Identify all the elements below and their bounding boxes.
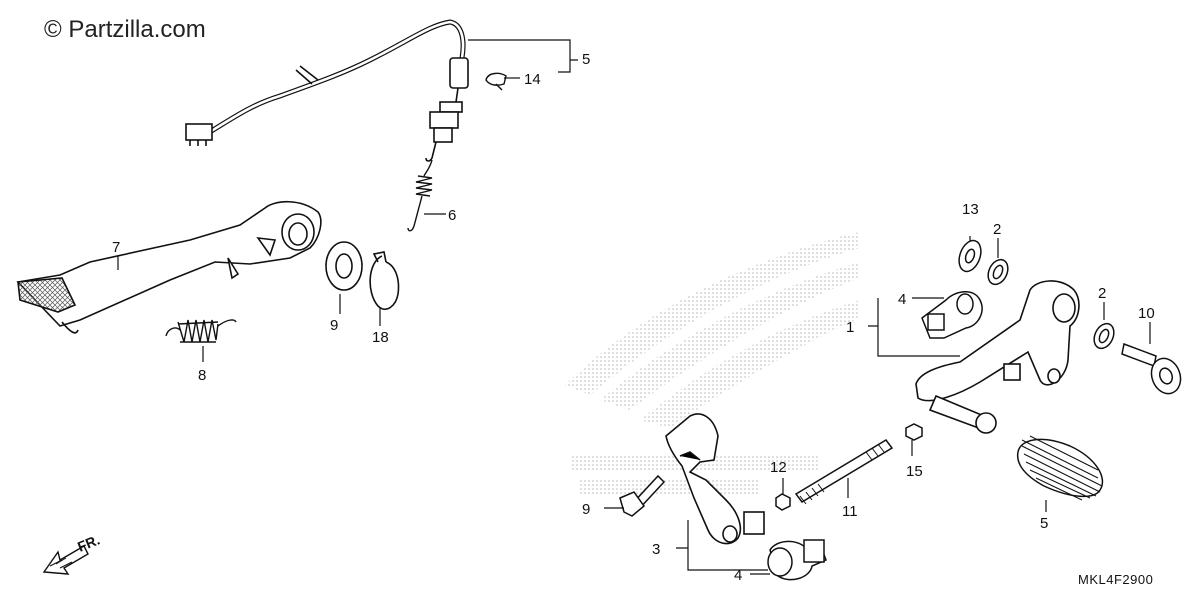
- callout-7: 6: [448, 207, 456, 224]
- part-6-switch-harness: [185, 19, 469, 162]
- direction-label: FR.: [75, 531, 102, 554]
- part-5-rubber-boot: [1016, 435, 1104, 501]
- part-10-washer: [325, 241, 363, 291]
- callout-2-lower: 2: [1098, 285, 1106, 302]
- part-8-pedal: [16, 200, 322, 334]
- callout-11: 9: [582, 501, 590, 518]
- callout-2-upper: 2: [993, 221, 1001, 238]
- part-3-shift-lever: [665, 413, 765, 545]
- callout-14: 12: [770, 459, 787, 476]
- part-9-spring: [165, 319, 237, 343]
- part-11-bolt: [619, 474, 666, 517]
- callout-3: 3: [652, 541, 660, 558]
- callout-13: 11: [842, 503, 858, 520]
- callout-16: 14: [524, 71, 541, 88]
- callout-17: 15: [906, 463, 923, 480]
- part-13-rod: [794, 439, 894, 505]
- callout-6: 5: [582, 51, 590, 68]
- wing-emblem-watermark: [565, 232, 860, 494]
- diagram-code: MKL4F2900: [1078, 572, 1154, 587]
- part-1-shift-arm: [915, 280, 1080, 434]
- callout-1: 1: [846, 319, 854, 336]
- watermark: © Partzilla.com: [44, 16, 206, 43]
- callout-15: 13: [962, 201, 979, 218]
- part-4-rod-joint-upper: [921, 291, 983, 339]
- callout-4-upper: 4: [898, 291, 906, 308]
- front-direction-arrow: FR.: [42, 531, 102, 575]
- callout-labels: 5 14 6 7 8 9 18 13 2 2 10 4 1 15 12 11 5…: [112, 51, 1155, 584]
- part-17-nut: [905, 423, 923, 441]
- callout-5: 5: [1040, 515, 1048, 532]
- callout-8: 7: [112, 239, 120, 256]
- callout-12: 10: [1138, 305, 1155, 322]
- part-18-circlip: [369, 251, 400, 310]
- part-15-washer: [958, 239, 982, 273]
- callout-18: 18: [372, 329, 389, 346]
- callout-10: 9: [330, 317, 338, 334]
- part-14-nut: [775, 493, 791, 511]
- part-2-bushing-upper: [987, 258, 1009, 286]
- part-7-spring: [407, 159, 433, 232]
- callout-9: 8: [198, 367, 206, 384]
- part-4-rod-joint-lower: [767, 539, 827, 581]
- part-12-bolt: [1121, 342, 1182, 395]
- part-16-clip: [485, 72, 507, 91]
- callout-4-lower: 4: [734, 567, 742, 584]
- part-2-bushing-lower: [1093, 322, 1115, 350]
- leader-lines: [117, 39, 1151, 575]
